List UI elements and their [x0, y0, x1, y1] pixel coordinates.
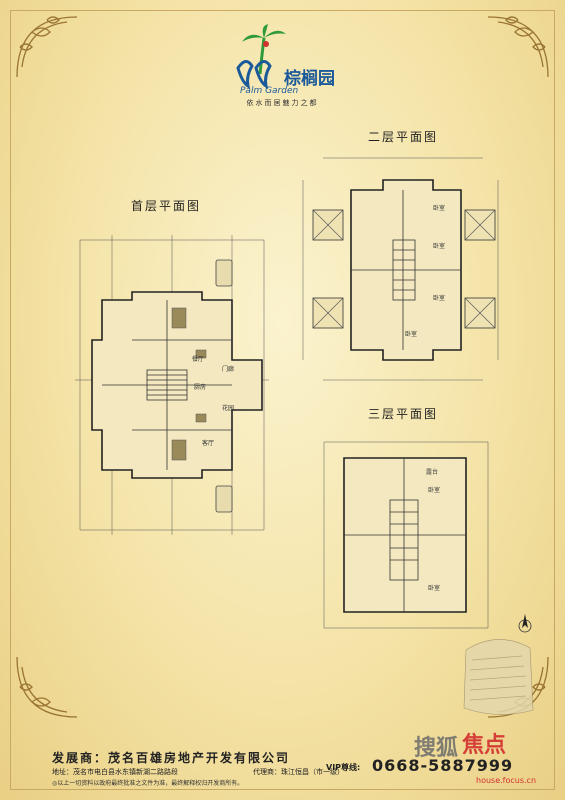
watermark-url: house.focus.cn [476, 776, 537, 785]
third-room-label-bedroom-a: 卧室 [428, 486, 440, 494]
second-floor-plan-drawing: 卧室 卧室 卧室 卧室 [302, 157, 499, 381]
ground-room-label-hall: 门廊 [222, 365, 234, 373]
third-room-label-bedroom-b: 卧室 [428, 584, 440, 592]
north-arrow-icon [518, 614, 532, 633]
second-room-label-bedroom-b: 卧室 [433, 242, 445, 250]
ground-room-label-kitchen: 厨房 [194, 383, 206, 391]
second-room-label-bedroom-a: 卧室 [433, 204, 445, 212]
brand-slogan: 依水而居魅力之都 [246, 99, 319, 107]
watermark-sohu: 搜狐 [414, 736, 459, 761]
palm-garden-logo-icon [236, 24, 286, 90]
ground-room-label-dining: 餐厅 [192, 355, 204, 363]
second-room-label-bedroom-c: 卧室 [433, 294, 445, 302]
watermark-focus: 焦点 [462, 733, 507, 758]
corner-ornament-bottom-left [16, 656, 78, 718]
ground-room-label-living: 客厅 [202, 439, 214, 447]
corner-ornament-top-left [16, 16, 78, 78]
page-border [10, 10, 555, 790]
second-floor-plan-title: 二层平面图 [368, 130, 439, 144]
brand-name-cn: 棕榈园 [284, 69, 335, 89]
third-floor-plan-title: 三层平面图 [368, 407, 439, 421]
ground-floor-plan-drawing: 门廊 花园 餐厅 厨房 客厅 [75, 235, 269, 535]
brand-name-en: Palm Garden [240, 86, 299, 96]
address-text: 地址：茂名市电白县水东镇新湖二路路段 [52, 768, 178, 776]
corner-ornament-top-right [487, 16, 549, 78]
ground-room-label-garden: 花园 [222, 404, 234, 412]
disclaimer-text: ◎以上一切资料以政府最终批准之文件为准，最终解释权归开发商所有。 [52, 780, 244, 787]
vip-hotline-label: VIP尊线: [326, 763, 361, 772]
second-room-label-bedroom-d: 卧室 [405, 330, 417, 338]
vip-hotline-number: 0668-5887999 [372, 756, 514, 775]
third-room-label-terrace: 露台 [426, 468, 438, 476]
ground-floor-plan-title: 首层平面图 [131, 199, 202, 213]
agent-text: 代理商：珠江恒昌（市一级） [253, 768, 344, 776]
developer-text: 发展商：茂名百雄房地产开发有限公司 [52, 751, 291, 765]
third-floor-plan-drawing: 露台 卧室 卧室 [323, 441, 489, 629]
site-plan-thumbnail [463, 639, 534, 715]
